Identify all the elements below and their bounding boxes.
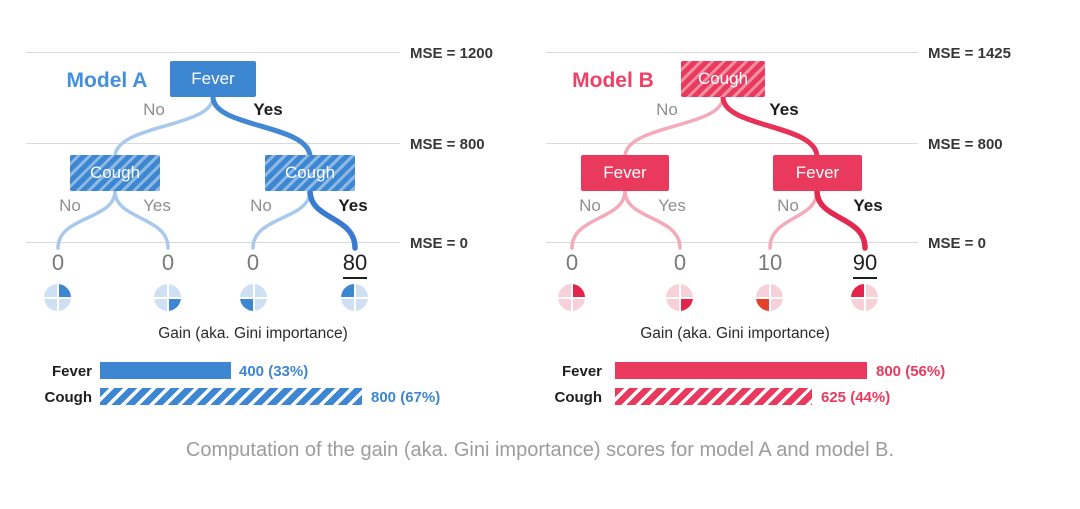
tree-branches <box>56 94 358 251</box>
gain-bar-cough <box>100 388 362 405</box>
mse-gridline-0 <box>26 242 400 243</box>
branch-left-no <box>56 189 117 250</box>
leaf-value: 10 <box>742 250 798 276</box>
mse-label-root: MSE = 1200 <box>410 45 493 62</box>
model-b-panel: MSE = 1425 MSE = 800 MSE = 0 Model B Cou… <box>540 0 1080 420</box>
mse-label-leaf: MSE = 0 <box>928 235 986 252</box>
mse-label-leaf: MSE = 0 <box>410 235 468 252</box>
gain-bar-fever <box>100 362 231 379</box>
bar-label-fever: Fever <box>561 363 602 380</box>
leaf-value-highlighted: 80 <box>327 250 383 279</box>
gain-bar-cough <box>615 388 812 405</box>
branch-right-yes <box>814 188 868 251</box>
leaf-value-highlighted: 90 <box>837 250 893 279</box>
quadrant-pie-icon <box>558 284 585 311</box>
branch-root-no <box>113 95 215 159</box>
branch-label-no: No <box>250 196 272 215</box>
mse-gridline-800 <box>26 143 400 144</box>
branch-root-no <box>623 95 725 159</box>
branch-left-yes <box>623 189 682 250</box>
bar-value-fever: 400 (33%) <box>239 363 309 380</box>
tree-node-root: Cough <box>681 61 765 97</box>
leaf-value: 0 <box>140 250 196 276</box>
quadrant-pie-icon <box>756 284 783 311</box>
mse-gridline-0 <box>546 242 918 243</box>
model-title: Model A <box>66 69 148 92</box>
mse-label-root: MSE = 1425 <box>928 45 1011 62</box>
tree-node-right: Cough <box>265 155 355 191</box>
tree-node-left: Fever <box>581 155 669 191</box>
branch-label-no: No <box>777 196 799 215</box>
quadrant-pie-icon <box>44 284 71 311</box>
branch-label-no: No <box>579 196 601 215</box>
gain-chart-title: Gain (aka. Gini importance) <box>158 325 348 342</box>
quadrant-pie-icon <box>666 284 693 311</box>
quadrant-pie-icon <box>851 284 878 311</box>
tree-branches <box>570 94 868 251</box>
mse-gridline-1425 <box>546 52 918 53</box>
branch-label-no: No <box>656 100 678 119</box>
mse-label-mid: MSE = 800 <box>928 136 1003 153</box>
bar-label-cough: Cough <box>554 389 602 406</box>
gain-bar-fever <box>615 362 867 379</box>
quadrant-pie-icon <box>341 284 368 311</box>
figure-caption: Computation of the gain (aka. Gini impor… <box>185 439 895 461</box>
leaf-value: 0 <box>544 250 600 276</box>
model-title: Model B <box>572 69 654 92</box>
tree-node-right: Fever <box>773 155 862 191</box>
branch-left-yes <box>113 189 170 250</box>
model-a-panel: MSE = 1200 MSE = 800 MSE = 0 Model A Fev… <box>0 0 540 420</box>
tree-node-left: Cough <box>70 155 160 191</box>
leaf-value-text: 90 <box>852 250 878 279</box>
branch-right-yes <box>307 188 358 251</box>
bar-label-fever: Fever <box>51 363 92 380</box>
branch-root-yes <box>210 94 313 160</box>
leaf-value-text: 0 <box>565 250 579 275</box>
tree-node-root: Fever <box>170 61 256 97</box>
leaf-value-text: 0 <box>673 250 687 275</box>
branch-left-no <box>570 189 627 250</box>
branch-label-yes: Yes <box>658 196 686 215</box>
bar-value-cough: 625 (44%) <box>821 389 891 406</box>
leaf-value: 0 <box>652 250 708 276</box>
bar-value-cough: 800 (67%) <box>371 389 441 406</box>
gain-chart-title: Gain (aka. Gini importance) <box>640 325 830 342</box>
mse-gridline-1200 <box>26 52 400 53</box>
leaf-value-text: 0 <box>51 250 65 275</box>
mse-label-mid: MSE = 800 <box>410 136 485 153</box>
leaf-value-text: 10 <box>757 250 783 275</box>
branch-label-yes: Yes <box>338 196 368 215</box>
quadrant-pie-icon <box>154 284 181 311</box>
leaf-value-text: 0 <box>161 250 175 275</box>
quadrant-pie-icon <box>240 284 267 311</box>
bar-value-fever: 800 (56%) <box>876 363 946 380</box>
branch-right-no <box>768 189 819 250</box>
bar-label-cough: Cough <box>44 389 92 406</box>
leaf-value-text: 0 <box>246 250 260 275</box>
branch-root-yes <box>720 94 820 160</box>
branch-label-yes: Yes <box>769 100 799 119</box>
leaf-value: 0 <box>225 250 281 276</box>
branch-label-yes: Yes <box>253 100 283 119</box>
mse-gridline-800 <box>546 143 918 144</box>
leaf-value: 0 <box>30 250 86 276</box>
branch-label-no: No <box>143 100 165 119</box>
branch-label-no: No <box>59 196 81 215</box>
branch-label-yes: Yes <box>853 196 883 215</box>
branch-label-yes: Yes <box>143 196 171 215</box>
branch-right-no <box>251 189 312 250</box>
leaf-value-text: 80 <box>342 250 368 279</box>
